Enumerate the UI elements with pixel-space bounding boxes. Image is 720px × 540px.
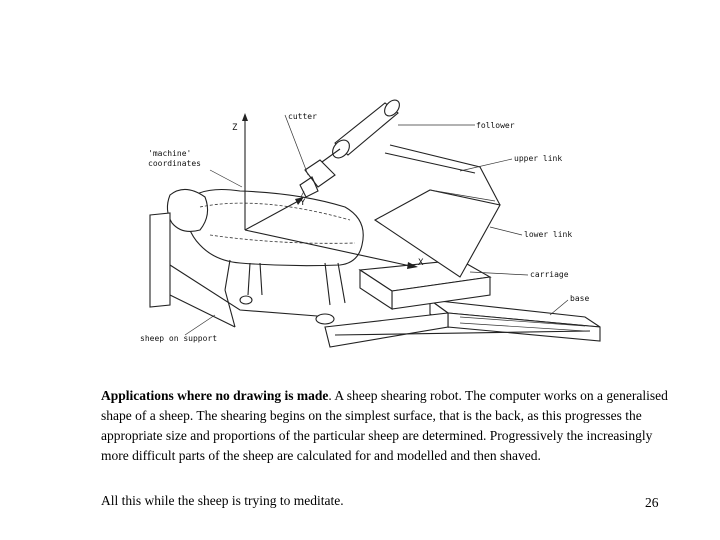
closing-remark: All this while the sheep is trying to me…: [101, 493, 344, 508]
page-number: 26: [645, 495, 659, 510]
carriage-label: carriage: [530, 270, 569, 279]
coordinates-label: coordinates: [148, 159, 201, 168]
caption-lead: Applications where no drawing is made: [101, 388, 329, 403]
z-axis-label: Z: [232, 123, 238, 133]
sheep-shearing-robot-diagram: Z Y X cutter follower 'machine' coordina…: [140, 99, 601, 348]
machine-label: 'machine': [148, 149, 191, 158]
cutter-label: cutter: [288, 112, 317, 121]
follower: [314, 99, 400, 168]
base-label: base: [570, 294, 589, 303]
carriage: [358, 259, 492, 311]
upper-link-label: upper link: [514, 154, 562, 163]
y-axis-label: Y: [300, 198, 306, 208]
base: [324, 298, 601, 348]
machine-axes: [242, 113, 418, 269]
cutter: [297, 159, 336, 204]
figure-caption: Applications where no drawing is made. A…: [101, 386, 671, 466]
x-axis-label: X: [418, 258, 424, 268]
sheep: [149, 188, 364, 328]
caption-body: . A sheep shearing robot. The computer w…: [101, 388, 668, 463]
sheep-on-support-label: sheep on support: [140, 334, 217, 343]
leader-lines: [184, 114, 569, 336]
linkage: [373, 144, 501, 278]
lower-link-label: lower link: [524, 230, 572, 239]
follower-label: follower: [476, 121, 515, 130]
